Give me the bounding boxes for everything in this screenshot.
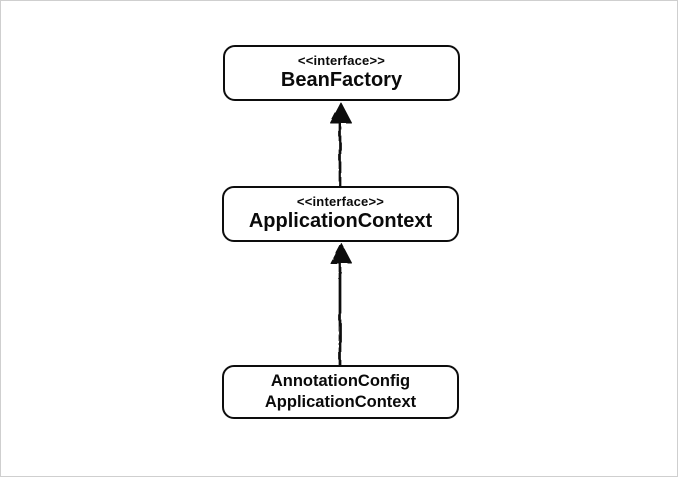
- inheritance-arrow-applicationcontext-to-beanfactory: [330, 102, 352, 188]
- class-name: ApplicationContext: [248, 209, 433, 232]
- node-beanfactory: <<interface>> BeanFactory: [223, 45, 460, 101]
- node-annotationconfigapplicationcontext: AnnotationConfig ApplicationContext: [222, 365, 459, 419]
- class-name: BeanFactory: [280, 68, 403, 91]
- class-name-line-2: ApplicationContext: [264, 393, 417, 411]
- stereotype-label: <<interface>>: [296, 194, 385, 210]
- node-applicationcontext: <<interface>> ApplicationContext: [222, 186, 459, 242]
- class-name-line-1: AnnotationConfig: [270, 371, 411, 390]
- inheritance-arrow-annotationconfig-to-applicationcontext: [330, 242, 352, 368]
- stereotype-label: <<interface>>: [297, 53, 386, 69]
